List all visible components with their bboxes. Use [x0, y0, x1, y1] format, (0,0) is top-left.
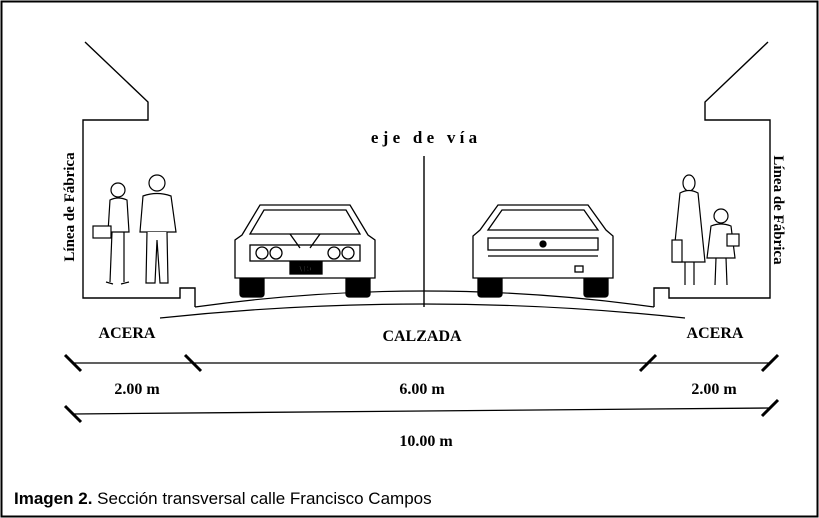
- road-bottom-line: [159, 303, 686, 319]
- left-building-line-label: Línea de Fábrica: [62, 152, 78, 262]
- dim-total-value: 10.00 m: [399, 433, 453, 450]
- pedestrian-child-right-icon: [706, 208, 740, 286]
- pedestrian-man-left-icon: [139, 174, 177, 284]
- dim-center-value: 6.00 m: [399, 381, 445, 398]
- dimension-line-partial: [63, 353, 780, 373]
- sidewalk-right-label: ACERA: [687, 325, 744, 342]
- caption-label: Imagen 2.: [14, 489, 93, 508]
- car-front-view-icon: ABC: [234, 204, 376, 298]
- right-building-outline: [653, 41, 771, 307]
- figure-caption: Imagen 2. Sección transversal calle Fran…: [14, 489, 432, 509]
- pedestrian-woman-right-icon: [671, 174, 706, 285]
- left-building-outline: [82, 41, 196, 307]
- car-rear-view-icon: [472, 204, 614, 298]
- axis-label: e j e d e v í a: [371, 128, 478, 147]
- dim-left-value: 2.00 m: [114, 381, 160, 398]
- right-building-line-label: Línea de Fábrica: [770, 155, 786, 265]
- dim-right-value: 2.00 m: [691, 381, 737, 398]
- roadway-label: CALZADA: [382, 328, 462, 345]
- dimension-line-total: [63, 398, 780, 424]
- license-plate: ABC: [296, 264, 315, 274]
- pedestrian-woman-left-icon: [92, 182, 130, 285]
- caption-text: Sección transversal calle Francisco Camp…: [92, 489, 432, 508]
- sidewalk-left-label: ACERA: [99, 325, 156, 342]
